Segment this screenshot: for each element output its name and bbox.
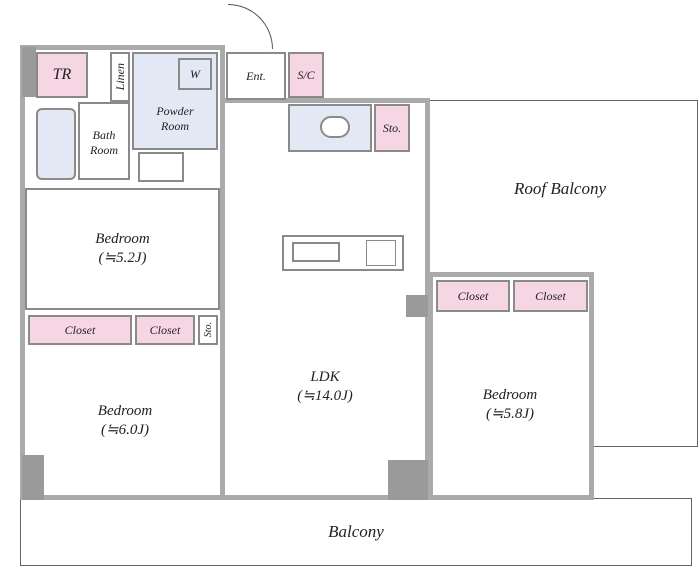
shoe-closet: S/C xyxy=(288,52,324,98)
closet-left-1: Closet xyxy=(28,315,132,345)
balcony-label: Balcony xyxy=(328,522,384,542)
bedroom-1-size: (≒5.2J) xyxy=(98,250,147,266)
closet-right-1-label: Closet xyxy=(457,288,489,303)
column xyxy=(22,455,44,500)
entry-door-swing xyxy=(228,4,273,49)
column xyxy=(22,47,36,97)
kitchen-counter xyxy=(282,235,404,271)
closet-right-1: Closet xyxy=(436,280,510,312)
powder-room xyxy=(132,52,218,150)
tr-room: TR xyxy=(36,52,88,98)
closet-left-1-label: Closet xyxy=(64,322,96,337)
ldk-label: LDK(≒14.0J) xyxy=(297,369,353,404)
column xyxy=(388,460,428,500)
storage-top: Sto. xyxy=(374,104,410,152)
entrance[interactable]: Ent. xyxy=(226,52,286,100)
bedroom-3-label: Bedroom(≒5.8J) xyxy=(482,387,538,422)
closet-right-2-label: Closet xyxy=(535,288,566,303)
storage-small: Sto. xyxy=(198,315,218,345)
bedroom-2-label: Bedroom(≒6.0J) xyxy=(97,403,153,438)
toilet-icon xyxy=(320,116,350,138)
closet-left-2-label: Closet xyxy=(149,322,181,337)
bedroom-1-name: Bedroom xyxy=(95,231,150,248)
toilet-room xyxy=(288,104,372,152)
linen-label: Linen xyxy=(112,63,127,91)
bath-room xyxy=(78,102,130,180)
stove-icon xyxy=(366,240,396,266)
closet-left-2: Closet xyxy=(135,315,195,345)
bedroom-1: Bedroom (≒5.2J) xyxy=(25,188,220,310)
sink-icon xyxy=(292,242,340,262)
linen-closet: Linen xyxy=(110,52,130,102)
shoe-closet-label: S/C xyxy=(297,67,315,82)
column xyxy=(406,295,428,317)
washer-space: W xyxy=(178,58,212,90)
washbasin xyxy=(138,152,184,182)
unit-outline-center xyxy=(220,98,430,500)
storage-top-label: Sto. xyxy=(382,120,402,135)
washer-label: W xyxy=(190,66,200,81)
roof-balcony-label: Roof Balcony xyxy=(513,179,607,198)
closet-right-2: Closet xyxy=(513,280,588,312)
bathtub xyxy=(36,108,76,180)
balcony: Balcony xyxy=(20,498,692,566)
tr-label: TR xyxy=(52,66,72,83)
storage-small-label: Sto. xyxy=(202,322,214,338)
entrance-label: Ent. xyxy=(246,68,266,83)
